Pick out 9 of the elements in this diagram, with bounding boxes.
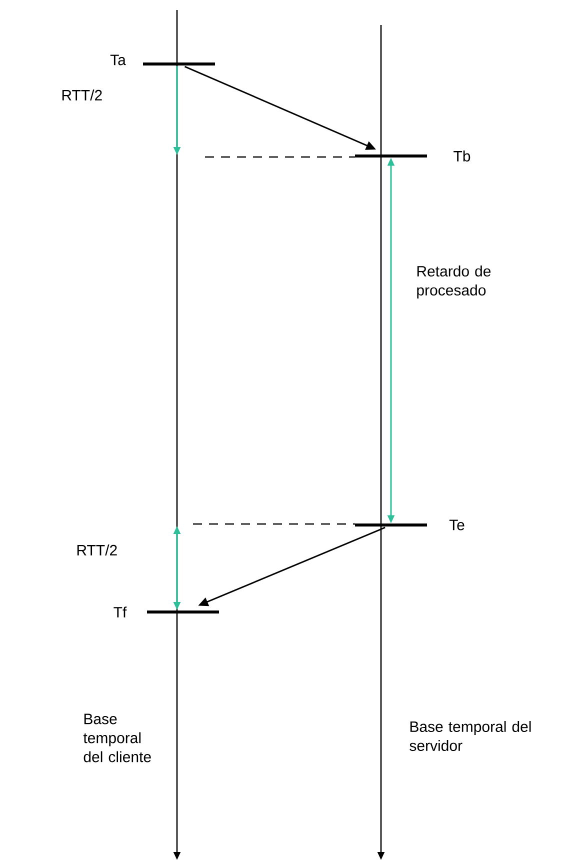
text-label: RTT/2 (77, 544, 117, 556)
time-label: Tf (114, 606, 127, 618)
time-label: Ta (110, 54, 126, 66)
text-label: RTT/2 (62, 90, 102, 100)
text-label: Base temporal del cliente (83, 714, 151, 762)
text-label: Base temporal del servidor (410, 721, 531, 751)
text-label: Retardo de procesado (417, 266, 491, 298)
time-label: Tb (454, 150, 470, 162)
time-label: Te (449, 520, 464, 530)
